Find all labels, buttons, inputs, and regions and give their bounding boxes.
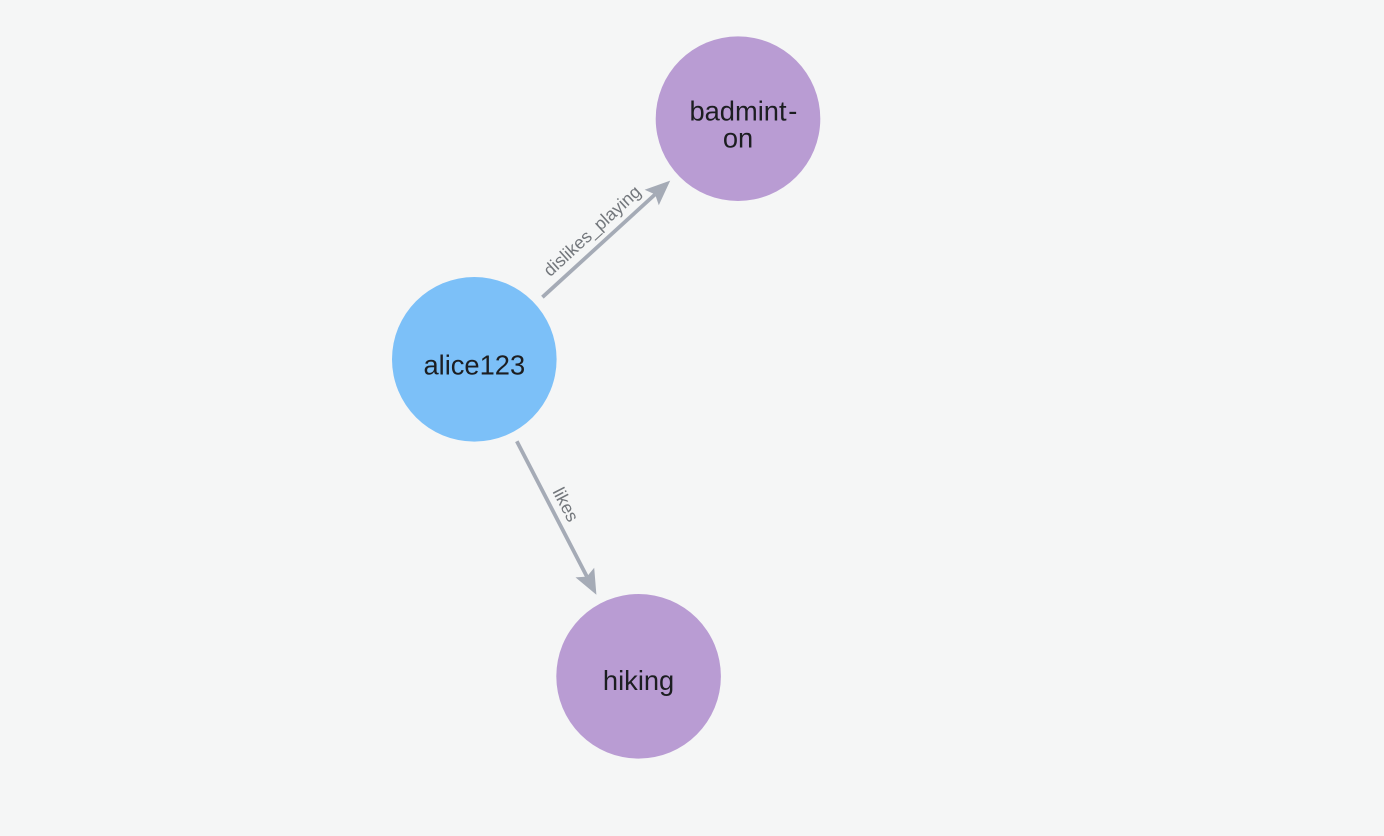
svg-text:badmint: badmint [689,96,787,127]
svg-text:alice123: alice123 [423,349,525,380]
svg-text:hiking: hiking [603,665,674,696]
svg-text:on: on [723,122,753,153]
svg-text:-: - [788,96,797,127]
